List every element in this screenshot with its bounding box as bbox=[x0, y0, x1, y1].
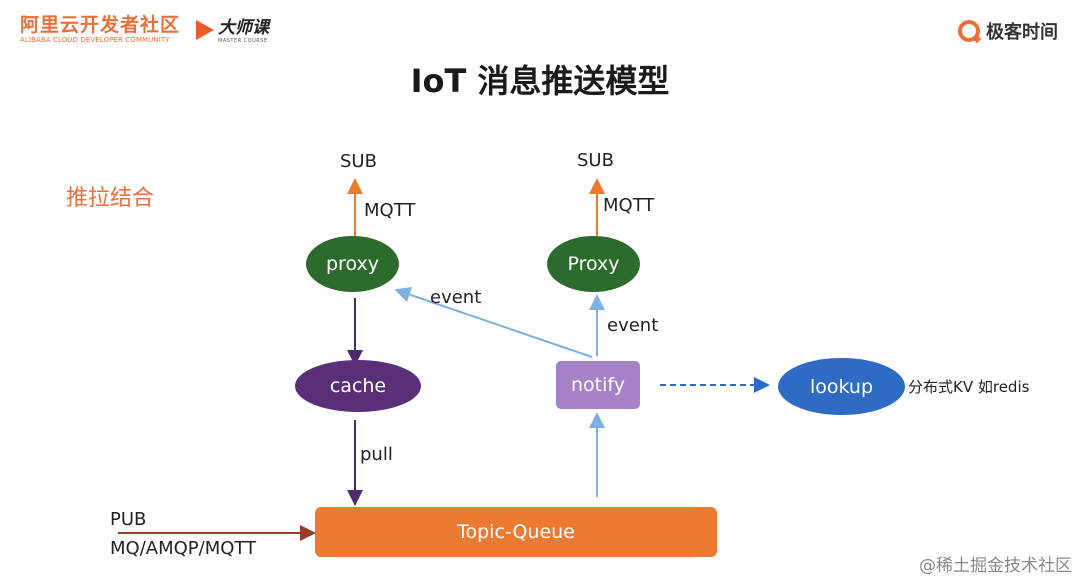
master-course-logo: 大师课 MASTER COURSE bbox=[196, 18, 269, 44]
sub-label-right: SUB bbox=[577, 150, 614, 171]
section-subtitle: 推拉结合 bbox=[66, 186, 155, 211]
play-icon bbox=[196, 20, 214, 40]
aliyun-logo-text: 阿里云开发者社区 bbox=[20, 14, 181, 36]
proxy-node-right: Proxy bbox=[547, 236, 640, 292]
notify-node: notify bbox=[556, 361, 640, 409]
lookup-node: lookup bbox=[778, 358, 905, 415]
mqtt-label-right: MQTT bbox=[603, 195, 655, 216]
pub-label: PUB bbox=[110, 509, 147, 530]
arrow-notify-to-proxy-left bbox=[394, 287, 593, 358]
watermark: @稀土掘金技术社区 bbox=[919, 556, 1072, 576]
geektime-logo: 极客时间 bbox=[958, 18, 1058, 44]
geektime-icon bbox=[958, 20, 980, 42]
aliyun-logo: 阿里云开发者社区 ALIBABA CLOUD DEVELOPER COMMUNI… bbox=[20, 14, 180, 45]
master-course-text: 大师课 bbox=[218, 18, 269, 38]
event-label-right: event bbox=[607, 315, 659, 336]
lookup-note: 分布式KV 如redis bbox=[908, 378, 1030, 396]
geektime-text: 极客时间 bbox=[986, 22, 1058, 43]
pub-protocols-label: MQ/AMQP/MQTT bbox=[110, 538, 257, 559]
master-course-subtext: MASTER COURSE bbox=[218, 38, 268, 44]
proxy-node-left: proxy bbox=[306, 236, 399, 292]
sub-label-left: SUB bbox=[340, 151, 377, 172]
topic-queue-node: Topic-Queue bbox=[315, 507, 717, 557]
pull-label: pull bbox=[360, 444, 393, 465]
page-title: IoT 消息推送模型 bbox=[410, 62, 670, 100]
cache-node: cache bbox=[295, 360, 421, 412]
mqtt-label-left: MQTT bbox=[364, 200, 416, 221]
aliyun-logo-subtext: ALIBABA CLOUD DEVELOPER COMMUNITY bbox=[20, 36, 170, 44]
event-label-left: event bbox=[430, 287, 482, 308]
